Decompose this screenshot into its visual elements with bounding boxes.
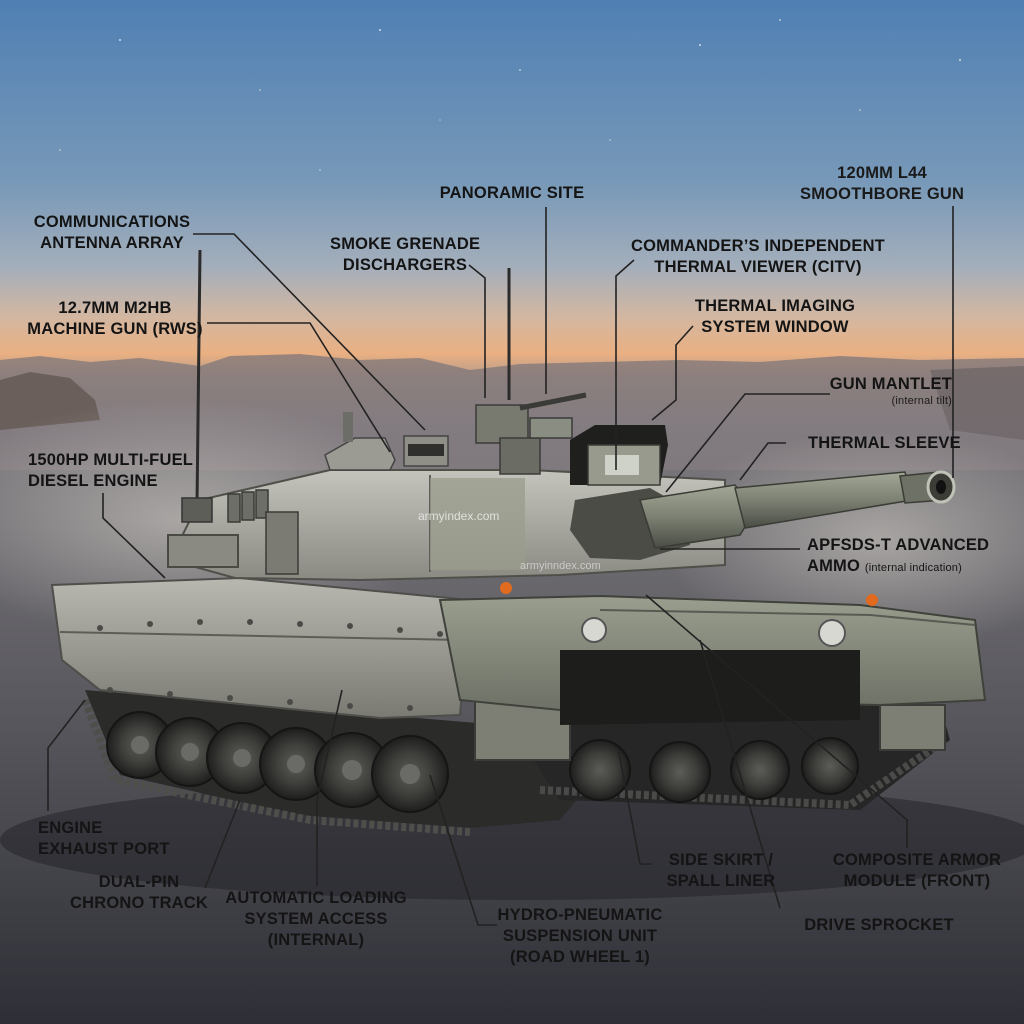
label-drive-sprocket-line1: DRIVE SPROCKET xyxy=(804,916,954,934)
label-composite-armor-line2: MODULE (FRONT) xyxy=(843,872,991,890)
label-exhaust-line1: ENGINE xyxy=(38,819,103,837)
label-thermal-window-line2: SYSTEM WINDOW xyxy=(701,318,849,336)
label-comms-antenna-line2: ANTENNA ARRAY xyxy=(40,234,184,252)
label-thermal-window: THERMAL IMAGING SYSTEM WINDOW xyxy=(690,296,860,338)
label-track-line2: CHRONO TRACK xyxy=(69,894,209,912)
label-ammo: APFSDS-T ADVANCED AMMO (internal indicat… xyxy=(807,535,997,579)
road-wheels xyxy=(106,711,449,813)
label-panoramic-site-line1: PANORAMIC SITE xyxy=(439,184,585,202)
label-engine-line2: DIESEL ENGINE xyxy=(28,472,158,490)
label-autoloader-line3: (INTERNAL) xyxy=(267,931,365,949)
label-panoramic-site: PANORAMIC SITE xyxy=(430,183,594,204)
label-citv-line2: THERMAL VIEWER (CITV) xyxy=(654,258,862,276)
label-citv-line1: COMMANDER’S INDEPENDENT xyxy=(631,237,885,255)
label-citv: COMMANDER’S INDEPENDENT THERMAL VIEWER (… xyxy=(630,236,886,278)
label-comms-antenna-line1: COMMUNICATIONS xyxy=(33,213,191,231)
label-thermal-sleeve: THERMAL SLEEVE xyxy=(808,433,968,454)
label-smoke-grenade-line2: DISCHARGERS xyxy=(342,256,468,274)
label-main-gun-line1: 120MM L44 xyxy=(837,164,927,182)
label-main-gun: 120MM L44 SMOOTHBORE GUN xyxy=(800,163,964,205)
label-suspension-line3: (ROAD WHEEL 1) xyxy=(510,948,650,966)
label-comms-antenna: COMMUNICATIONS ANTENNA ARRAY xyxy=(28,212,196,254)
label-ammo-line2: AMMO xyxy=(807,557,861,575)
label-composite-armor-line1: COMPOSITE ARMOR xyxy=(832,851,1002,869)
label-autoloader-line2: SYSTEM ACCESS xyxy=(244,910,388,928)
label-drive-sprocket: DRIVE SPROCKET xyxy=(796,915,962,936)
label-thermal-sleeve-line1: THERMAL SLEEVE xyxy=(808,434,961,452)
label-composite-armor: COMPOSITE ARMOR MODULE (FRONT) xyxy=(828,850,1006,892)
label-side-skirt: SIDE SKIRT / SPALL LINER xyxy=(656,850,786,892)
label-gun-mantlet-line1: GUN MANTLET xyxy=(829,375,952,393)
label-smoke-grenade: SMOKE GRENADE DISCHARGERS xyxy=(330,234,480,276)
label-track: DUAL-PIN CHRONO TRACK xyxy=(66,872,212,914)
label-gun-mantlet-note: (internal tilt) xyxy=(891,395,952,407)
label-machine-gun-line2: MACHINE GUN (RWS) xyxy=(27,320,203,338)
label-ammo-line1: APFSDS-T ADVANCED xyxy=(807,536,990,554)
label-engine-line1: 1500HP MULTI-FUEL xyxy=(28,451,194,469)
label-engine: 1500HP MULTI-FUEL DIESEL ENGINE xyxy=(28,450,208,492)
label-thermal-window-line1: THERMAL IMAGING xyxy=(694,297,856,315)
label-machine-gun: 12.7MM M2HB MACHINE GUN (RWS) xyxy=(22,298,208,340)
label-side-skirt-line1: SIDE SKIRT / xyxy=(668,851,774,869)
label-track-line1: DUAL-PIN xyxy=(98,873,180,891)
label-machine-gun-line1: 12.7MM M2HB xyxy=(58,299,172,317)
label-side-skirt-line2: SPALL LINER xyxy=(666,872,776,890)
watermark-hull: armyinndex.com xyxy=(520,560,601,572)
label-suspension: HYDRO-PNEUMATIC SUSPENSION UNIT (ROAD WH… xyxy=(492,905,668,968)
label-exhaust: ENGINE EXHAUST PORT xyxy=(38,818,178,860)
label-gun-mantlet: GUN MANTLET (internal tilt) xyxy=(800,374,952,408)
label-main-gun-line2: SMOOTHBORE GUN xyxy=(800,185,965,203)
label-autoloader: AUTOMATIC LOADING SYSTEM ACCESS (INTERNA… xyxy=(222,888,410,951)
label-smoke-grenade-line1: SMOKE GRENADE xyxy=(330,235,481,253)
label-suspension-line1: HYDRO-PNEUMATIC xyxy=(497,906,663,924)
label-autoloader-line1: AUTOMATIC LOADING xyxy=(225,889,407,907)
label-ammo-note: (internal indication) xyxy=(864,562,962,574)
label-suspension-line2: SUSPENSION UNIT xyxy=(502,927,658,945)
label-exhaust-line2: EXHAUST PORT xyxy=(38,840,170,858)
watermark-turret: armyindex.com xyxy=(418,509,500,523)
